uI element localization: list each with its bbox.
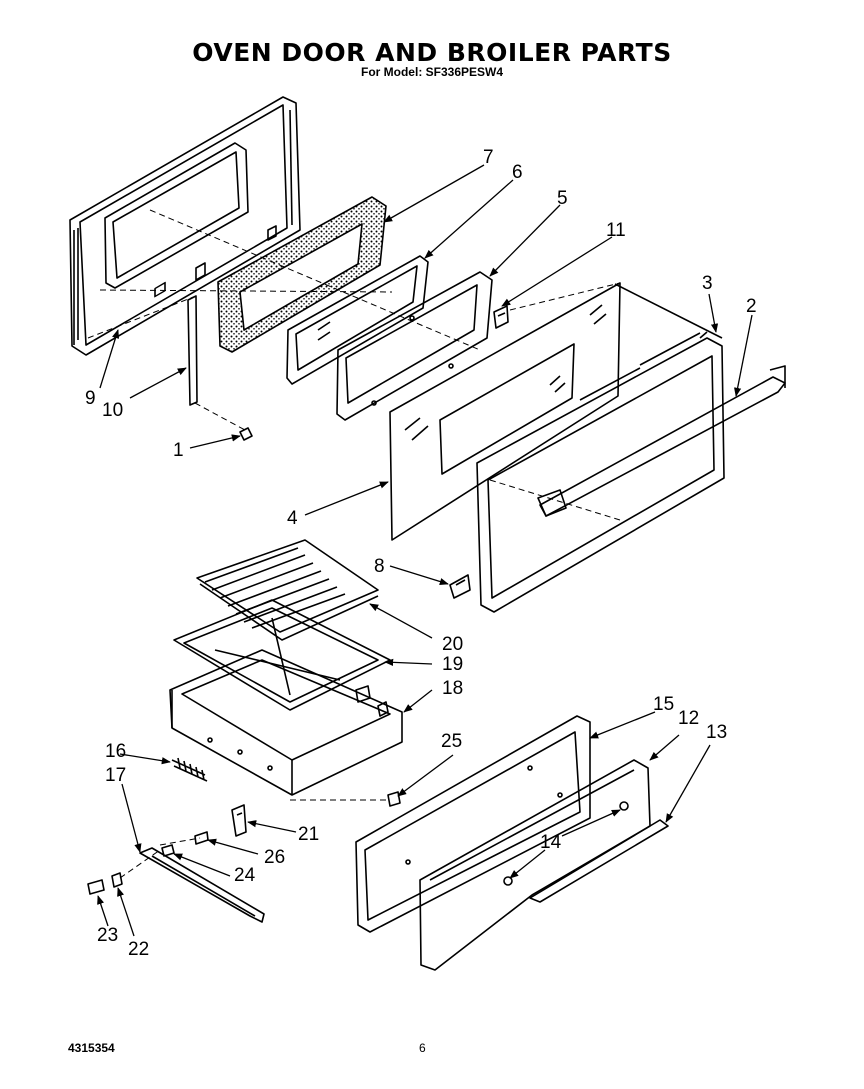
callout-10: 10 — [102, 400, 123, 421]
inner-glass-retainer-part-5 — [336, 271, 493, 421]
outer-door-frame-part-3 — [476, 283, 725, 613]
hinge-plate-part-21 — [231, 804, 247, 837]
hinge-part-8 — [449, 574, 471, 599]
trim-strip-part-13 — [529, 819, 669, 903]
slide-rail-part-17 — [139, 847, 265, 923]
screw-part-26 — [194, 831, 209, 845]
callout-3: 3 — [702, 273, 713, 294]
page-number: 6 — [419, 1041, 426, 1055]
nut-part-24 — [161, 844, 175, 857]
callout-19: 19 — [442, 654, 463, 675]
callout-20: 20 — [442, 634, 463, 655]
callout-4: 4 — [287, 508, 298, 529]
spring-part-16 — [171, 757, 208, 782]
callout-13: 13 — [706, 722, 727, 743]
callout-16: 16 — [105, 741, 126, 762]
callout-7: 7 — [483, 147, 494, 168]
drawer-inner-panel-part-15 — [355, 715, 591, 933]
glass-frame-part-6 — [286, 255, 429, 385]
callout-9: 9 — [85, 388, 96, 409]
callout-22: 22 — [128, 939, 149, 960]
screw-part-1 — [239, 427, 253, 441]
leader-lines — [97, 164, 753, 937]
callout-6: 6 — [512, 162, 523, 183]
washer-part-22 — [111, 872, 123, 888]
callout-26: 26 — [264, 847, 285, 868]
broiler-drawer-part-18 — [169, 649, 403, 796]
callout-23: 23 — [97, 925, 118, 946]
document-number: 4315354 — [68, 1041, 115, 1055]
callout-21: 21 — [298, 824, 319, 845]
door-handle-part-2 — [539, 365, 786, 517]
callout-1: 1 — [173, 440, 184, 461]
callout-15: 15 — [653, 694, 674, 715]
bracket-part-11 — [493, 305, 509, 329]
callout-17: 17 — [105, 765, 126, 786]
bumper-part-14a — [619, 801, 629, 811]
broiler-pan-grid-part-20 — [196, 539, 379, 641]
door-strip-part-10 — [187, 295, 198, 406]
drawer-front-part-12 — [419, 759, 651, 971]
callout-18: 18 — [442, 678, 463, 699]
screw-part-23 — [87, 879, 105, 895]
clip-part-25 — [387, 791, 401, 807]
callout-14: 14 — [540, 832, 562, 853]
inner-door-panel-part-9 — [69, 96, 301, 356]
callout-12: 12 — [678, 708, 699, 729]
bumper-part-14b — [503, 876, 513, 886]
callout-11: 11 — [606, 220, 626, 241]
model-subtitle: For Model: SF336PESW4 — [360, 65, 504, 79]
outer-glass-part-4 — [389, 282, 621, 541]
callout-2: 2 — [746, 296, 757, 317]
page-title: OVEN DOOR AND BROILER PARTS — [192, 38, 672, 67]
callout-8: 8 — [374, 556, 385, 577]
callout-5: 5 — [557, 188, 568, 209]
callout-24: 24 — [234, 865, 256, 886]
assembly-lines — [87, 209, 621, 879]
callout-25: 25 — [441, 731, 462, 752]
